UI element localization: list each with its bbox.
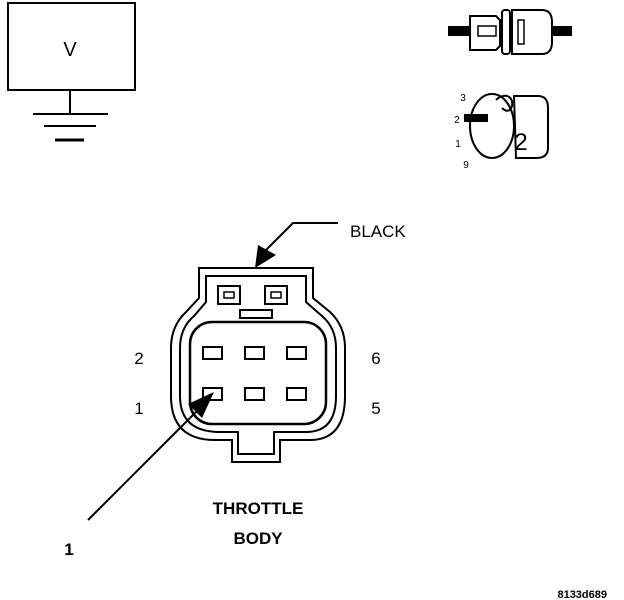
connector-end-probe <box>464 114 488 122</box>
end-view-pin-3: 3 <box>460 93 466 104</box>
voltmeter-label: V <box>63 39 77 61</box>
voltmeter-box <box>7 2 136 91</box>
end-view-pin-2: 2 <box>454 115 460 126</box>
pin-label-bottom-left: 1 <box>134 399 143 418</box>
voltmeter-symbol: V <box>7 2 136 142</box>
connector-pin-face <box>188 320 328 426</box>
connector-end-face <box>469 93 515 159</box>
lock-latch-left <box>223 291 235 299</box>
color-callout-label: BLACK <box>350 222 406 241</box>
pin-cavity-4 <box>244 387 265 401</box>
probe-coupling-ring <box>501 9 511 55</box>
connector-end-notch <box>495 94 514 112</box>
connector-end-backshell <box>512 95 549 159</box>
end-view-pin-9: 9 <box>463 160 469 171</box>
component-name-line2: BODY <box>233 529 283 548</box>
pin-cavity-3 <box>244 346 265 360</box>
lock-latch-right <box>270 291 282 299</box>
throttle-body-connector <box>170 267 346 463</box>
end-view-pin-1: 1 <box>455 139 461 150</box>
probe-right-slot <box>517 19 525 45</box>
pin-label-top-left: 2 <box>134 349 143 368</box>
pin-pointer-arrowhead <box>188 392 214 418</box>
probe-connector-icon <box>448 9 572 55</box>
pin-cavity-6 <box>286 346 307 360</box>
pin-pointer-label: 1 <box>64 540 73 559</box>
probe-left-tip <box>477 25 497 37</box>
lock-bar <box>239 309 273 319</box>
pin-label-bottom-right: 5 <box>371 399 380 418</box>
figure-id: 8133d689 <box>557 589 607 600</box>
pin-pointer-line <box>87 409 199 521</box>
probe-right-lead <box>552 26 572 36</box>
probe-left-lead <box>448 26 470 36</box>
pin-cavity-2 <box>202 346 223 360</box>
pin-pointer: 1 <box>64 392 214 559</box>
end-view-connector-number: 2 <box>514 129 527 156</box>
color-callout: BLACK <box>255 222 406 268</box>
component-name-line1: THROTTLE <box>213 499 304 518</box>
connector-end-view: 3 2 1 9 2 <box>454 93 549 171</box>
color-callout-leader <box>263 222 338 253</box>
color-callout-arrowhead <box>255 245 276 268</box>
pin-label-top-right: 6 <box>371 349 380 368</box>
pin-cavity-5 <box>286 387 307 401</box>
